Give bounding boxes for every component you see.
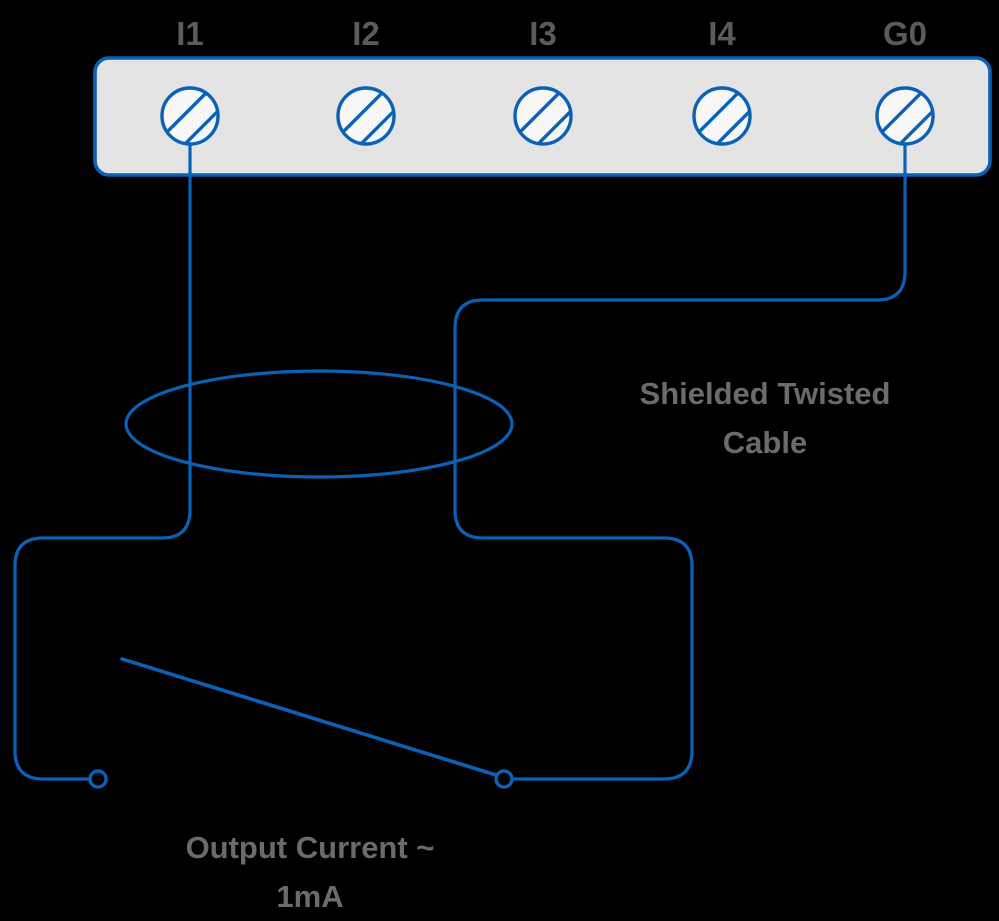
screw-terminal-icon[interactable]: [336, 86, 396, 146]
terminal-label-group: I1 I2 I3 I4 G0: [176, 15, 927, 52]
terminal-stub-group: [188, 142, 907, 180]
switch-left-contact[interactable]: [88, 769, 108, 789]
screw-terminal-icon[interactable]: [692, 86, 752, 146]
annotation-output-current: Output Current ~ 1mA: [186, 830, 435, 914]
wire-i1-to-source: [13, 142, 192, 781]
terminal-block: [93, 56, 992, 177]
screw-terminal-icon[interactable]: [875, 86, 935, 146]
screw-terminal-icon[interactable]: [513, 86, 573, 146]
switch-right-contact[interactable]: [494, 769, 514, 789]
open-switch-symbol[interactable]: [88, 657, 514, 789]
terminal-label-i2: I2: [352, 15, 380, 52]
terminal-label-i3: I3: [529, 15, 557, 52]
terminal-label-i4: I4: [708, 15, 736, 52]
wire-g0-to-source: [453, 142, 907, 781]
wire-group: [13, 142, 907, 781]
switch-lever[interactable]: [120, 657, 498, 777]
cable-label-line1: Shielded Twisted: [640, 376, 891, 411]
source-label-line1: Output Current ~: [186, 830, 435, 865]
terminal-label-i1: I1: [176, 15, 204, 52]
twisted-pair-ellipse: [124, 369, 514, 479]
cable-label-line2: Cable: [723, 425, 807, 460]
terminal-i3[interactable]: [508, 84, 583, 159]
annotation-shielded-twisted-cable: Shielded Twisted Cable: [640, 376, 891, 460]
source-label-line2: 1mA: [276, 879, 343, 914]
terminal-g0[interactable]: [870, 84, 945, 159]
terminal-label-g0: G0: [883, 15, 927, 52]
screw-terminal-icon[interactable]: [160, 86, 220, 146]
